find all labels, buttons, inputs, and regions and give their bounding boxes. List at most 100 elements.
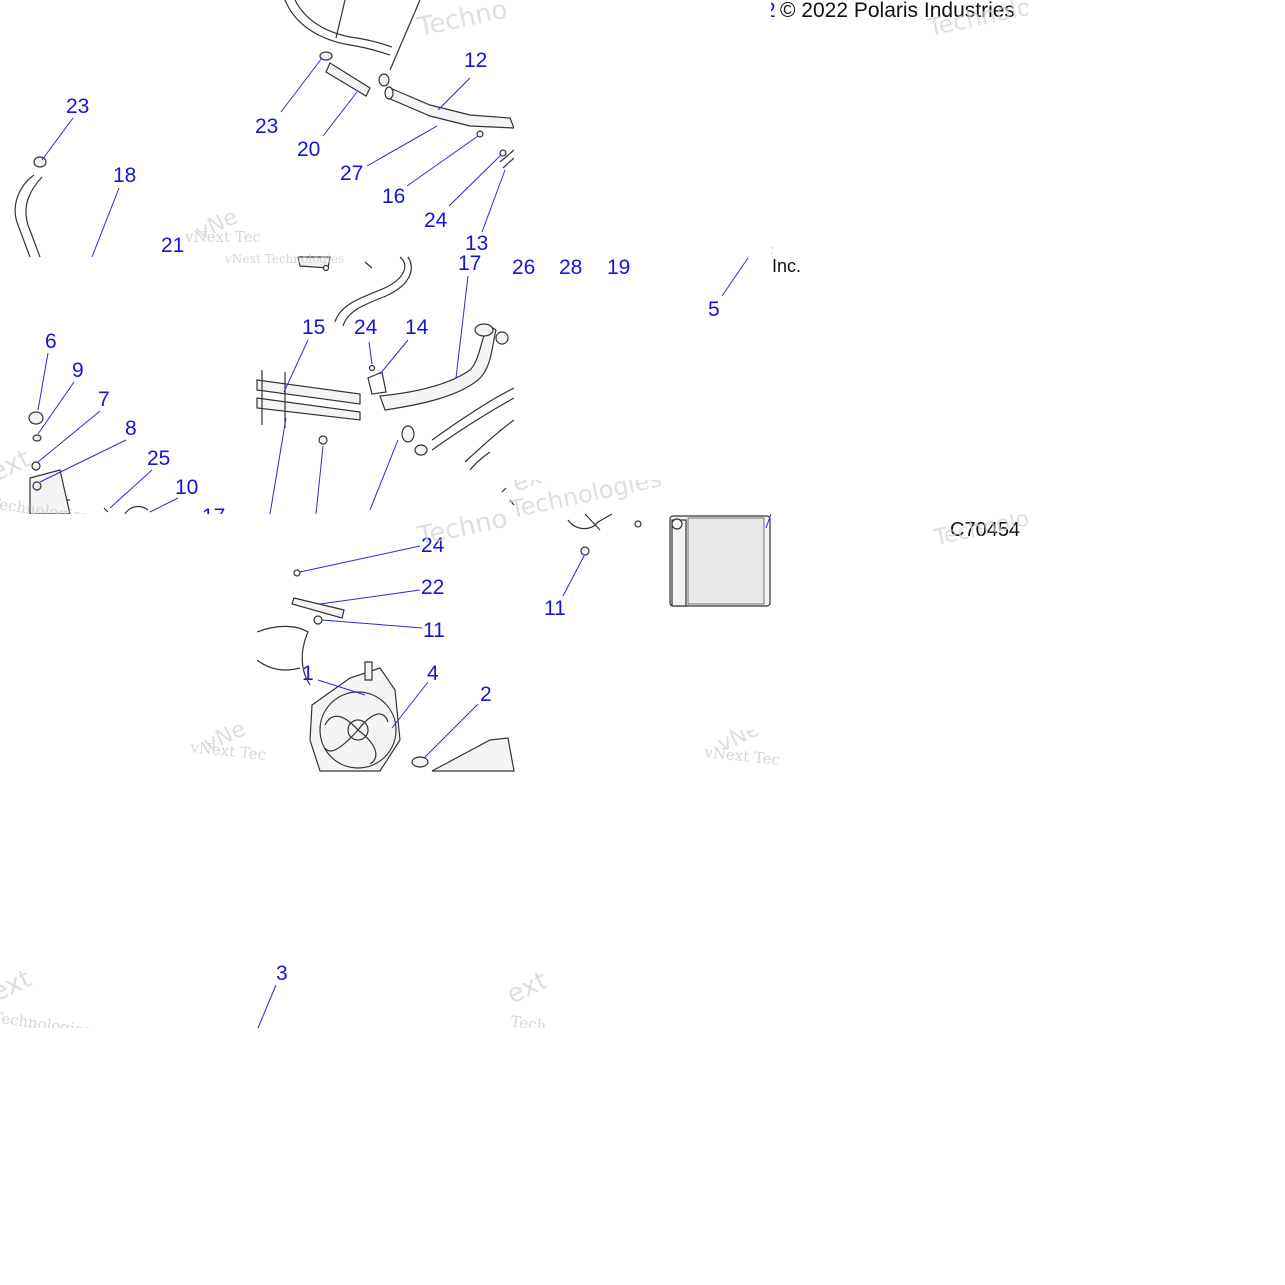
callout-13: 13 [465,232,488,255]
callout-24c: 24 [421,534,445,557]
leader-10 [149,497,179,513]
clamp-14 [495,331,509,345]
screw-24a [499,149,507,157]
screw-16 [476,130,484,138]
hose-12 [387,87,515,129]
leader-13 [481,169,506,233]
bracket-13 [499,149,515,169]
leader-11b [562,555,585,597]
callout-8: 8 [125,417,137,440]
callout-3: 3 [276,962,288,985]
leader-20 [322,91,358,137]
fitting-7 [31,461,41,471]
shroud-outline [256,625,311,686]
tube-assembly-15 [256,379,361,421]
tile-row3-middle: 24 22 11 1 4 2 Techno vNext Tec vNe [189,504,515,772]
copyright-fragment: Inc. [772,256,801,276]
leader-11a [321,619,423,629]
radiator-left-part [431,737,515,772]
callout-14: 14 [405,316,429,339]
hose-20 [325,62,371,97]
tile-row2-left: 6 9 7 8 25 10 17 ext Technologies [0,330,225,528]
callout-19: 19 [607,256,630,279]
grommet-11a [313,615,323,625]
callout-26: 26 [512,256,535,279]
leader-5 [721,257,749,297]
tile-top-middle: 23 20 27 16 24 13 12 Techno [255,0,515,255]
bracket-row3 [567,513,613,531]
callout-7: 7 [98,388,110,411]
clamp-mid [378,73,390,87]
callout-21: 21 [161,234,184,257]
callout-25: 25 [147,447,170,470]
radiator-fins [687,517,765,605]
callout-17a: 17 [458,252,481,275]
hose-upper-strap [335,0,346,39]
callout-24a: 24 [424,209,448,232]
callout-27: 27 [340,162,363,185]
callout-18: 18 [113,164,136,187]
hose-12-end [384,86,394,100]
drawing-id: C70454 [950,519,1020,541]
radiator-tank [671,519,687,607]
watermark-gies: vNext Technologies [224,252,344,266]
watermark-tech-row3: Techno [414,504,510,552]
clamp-23-mid [319,51,333,61]
watermark-brand-a: vNext Tec [184,228,261,246]
callout-12: 12 [464,49,487,72]
callout-23b: 23 [255,115,278,138]
cap-2 [411,756,429,768]
callout-20: 20 [297,138,320,161]
fitting-8 [32,481,42,491]
watermark-techno-b: Techno [414,0,510,43]
callout-28: 28 [559,256,582,279]
leader-16 [406,135,479,187]
coolant-pipe-14 [379,324,497,411]
pipe-end-14 [474,323,494,337]
seal-9 [32,434,42,442]
leader-22 [319,589,421,605]
leader-24b [368,341,373,365]
callout-23a: 23 [66,95,89,118]
callout-1: 1 [302,662,314,685]
bolt-lower [318,435,328,445]
tile-row2-middle: 15 24 14 17 vNext Technologies [224,252,515,515]
leader-radiator [765,513,772,529]
leader-bottom-b [315,445,324,515]
hose-10 [124,505,149,515]
leader-1 [317,679,366,696]
leader-24a [448,154,502,207]
screw-17 [322,264,330,272]
leader-6 [37,352,49,411]
fitting-lower [401,425,415,443]
callout-22: 22 [421,576,444,599]
clamp-23-left [33,156,47,168]
callout-15: 15 [302,316,325,339]
callout-24b: 24 [354,316,378,339]
callout-16: 16 [382,185,405,208]
clamp-lower [414,444,428,456]
callout-11b: 11 [544,597,566,620]
leader-9 [37,381,75,435]
hose-upper [284,0,393,56]
leader-bottom-c [369,439,399,511]
radiator-tubes-right [431,387,515,471]
fan-blades [324,713,389,765]
screw-24c [293,569,301,577]
hose-17-upper [334,256,412,327]
leader-2 [423,703,479,759]
callout-10: 10 [175,476,198,499]
watermark-ext-row4b: ext [502,966,552,1011]
leader-23a [41,117,74,161]
screw-25 [103,507,109,513]
copyright-text: © 2022 Polaris Industries [780,0,1015,22]
radiator-cap [671,518,683,530]
bracket-right [501,487,515,506]
hose-upper-strap2 [389,0,421,71]
leader-12 [437,77,471,111]
bracket-22 [291,597,345,619]
leader-27 [366,125,438,167]
leader-14 [379,339,409,375]
